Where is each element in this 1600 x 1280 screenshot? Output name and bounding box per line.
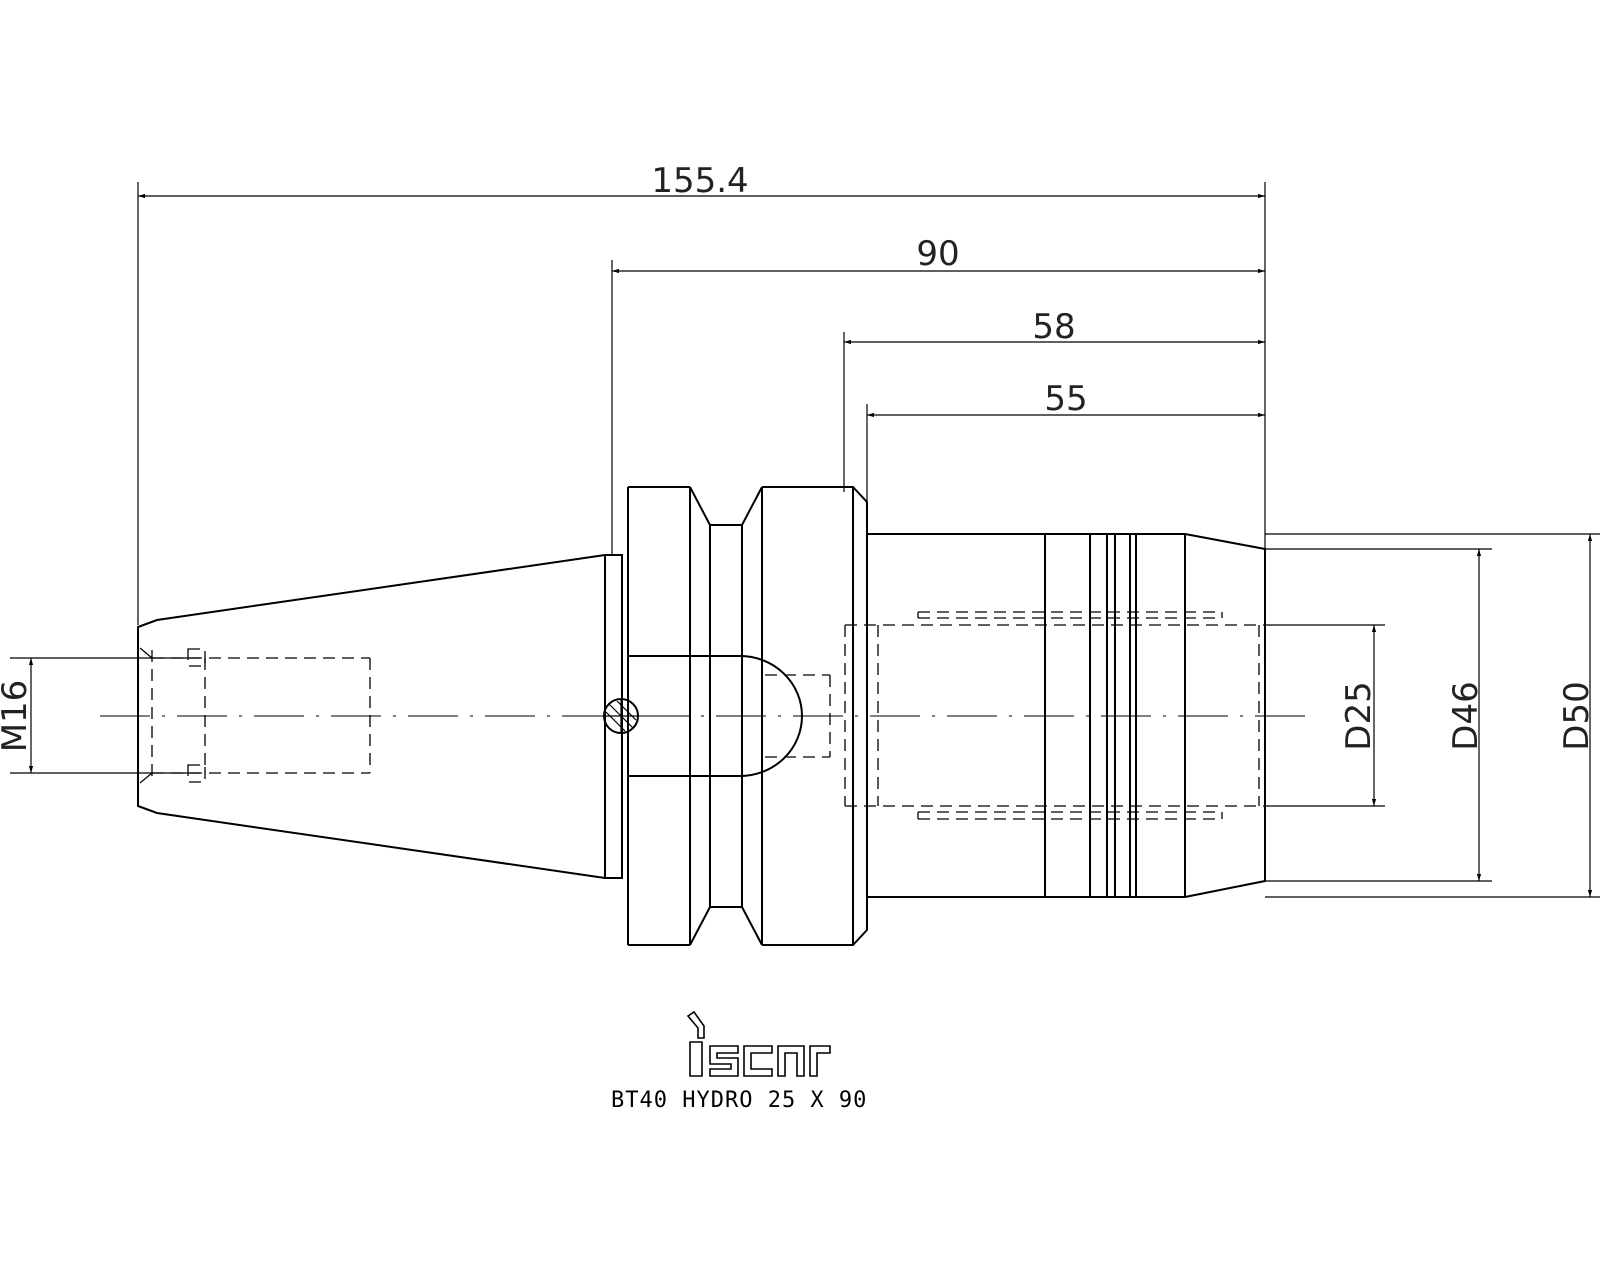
extension-lines bbox=[10, 182, 1600, 898]
brand-logo: iscar bbox=[686, 1010, 831, 1077]
dim-body-length: 58 bbox=[1032, 307, 1075, 347]
part-label: BT40 HYDRO 25 X 90 bbox=[611, 1088, 867, 1113]
hidden-lines bbox=[139, 611, 1265, 820]
cross-hole-symbol bbox=[603, 698, 639, 734]
dim-thread: M16 bbox=[0, 680, 35, 753]
dim-body-diameter: D50 bbox=[1557, 681, 1597, 750]
dim-bore-diameter: D25 bbox=[1339, 681, 1379, 750]
dim-overall-length: 155.4 bbox=[651, 161, 748, 201]
dim-sleeve-length: 55 bbox=[1044, 379, 1087, 419]
dimension-lines bbox=[28, 193, 1593, 897]
dim-gauge-to-end: 90 bbox=[916, 234, 959, 274]
dim-nose-diameter: D46 bbox=[1446, 681, 1486, 750]
